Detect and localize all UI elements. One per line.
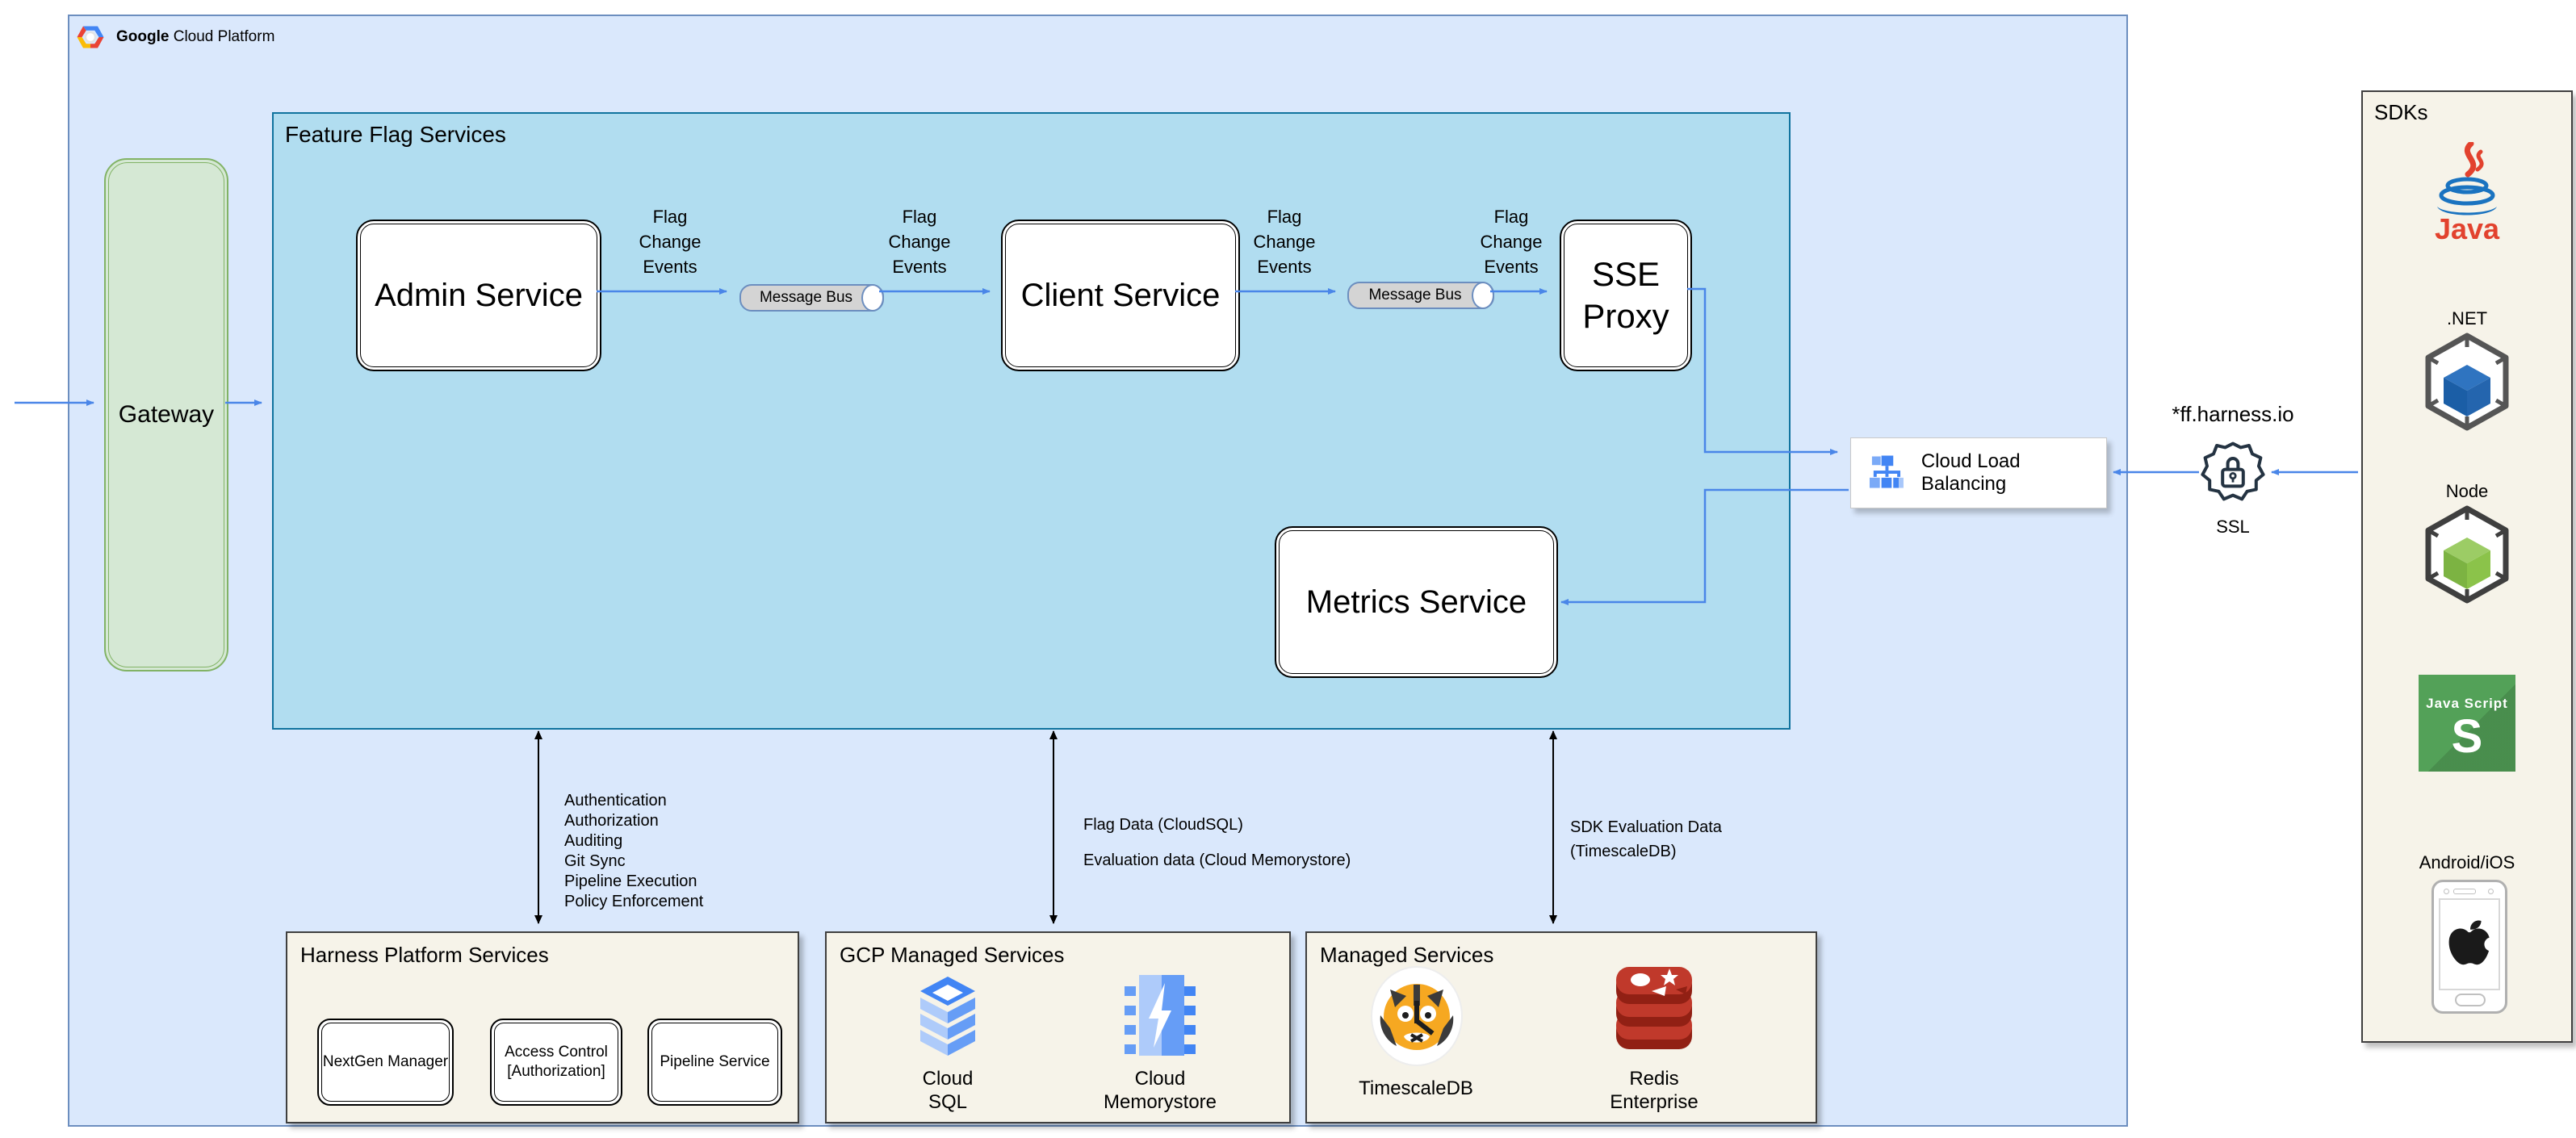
gcp-managed-services-title: GCP Managed Services xyxy=(840,943,1065,967)
sdks-panel: SDKs Java .NET Node Java Script xyxy=(2361,90,2573,1043)
java-sdk-label: Java xyxy=(2435,212,2500,244)
android-ios-label: Android/iOS xyxy=(2419,852,2515,872)
gcp-managed-services-panel: GCP Managed Services Cloud SQL xyxy=(825,931,1291,1123)
pipeline-service-label: Pipeline Service xyxy=(660,1053,770,1070)
evaluation-data-note: Evaluation data (Cloud Memorystore) xyxy=(1083,851,1351,869)
sse-proxy-box: SSE Proxy xyxy=(1560,220,1692,371)
phone-home-button xyxy=(2455,994,2486,1006)
managed-services-panel: Managed Services TimescaleDB xyxy=(1305,931,1817,1123)
java-sdk-icon: Java xyxy=(2435,142,2500,244)
managed-services-title: Managed Services xyxy=(1320,943,1494,967)
feature-flag-services-title: Feature Flag Services xyxy=(285,122,506,147)
cloud-sql-icon xyxy=(920,977,975,1056)
feature-flag-services-box: Feature Flag Services Admin Service Mess… xyxy=(272,112,1791,730)
flag-data-note: Flag Data (CloudSQL) xyxy=(1083,816,1243,834)
nextgen-manager-box: NextGen Manager xyxy=(317,1019,454,1106)
cloud-load-balancing-label: Cloud Load Balancing xyxy=(1920,450,2021,495)
mobile-phone-icon xyxy=(2431,880,2507,1014)
flag-change-events-label-3: Flag Change Events xyxy=(1253,207,1316,277)
gcp-brand-rest: Cloud Platform xyxy=(173,28,275,45)
javascript-s-glyph: S xyxy=(2451,710,2483,763)
flag-change-events-label-1: Flag Change Events xyxy=(639,207,702,277)
message-bus-1: Message Bus xyxy=(739,284,884,312)
harness-domain-label: *ff.harness.io xyxy=(2172,402,2294,426)
admin-service-box: Admin Service xyxy=(356,220,601,371)
platform-capabilities-note: Authentication Authorization Auditing Gi… xyxy=(564,792,704,910)
gcp-brand-bold: Google xyxy=(116,28,170,45)
redis-enterprise-label: Redis Enterprise xyxy=(1610,1068,1698,1113)
nextgen-manager-label: NextGen Manager xyxy=(322,1053,449,1070)
redis-enterprise-icon xyxy=(1616,967,1692,1049)
access-control-box: Access Control [Authorization] xyxy=(490,1019,622,1106)
phone-speaker xyxy=(2453,889,2476,894)
javascript-sdk-label: Java Script xyxy=(2426,696,2508,711)
metrics-service-box: Metrics Service xyxy=(1275,526,1558,678)
phone-sensor-dot xyxy=(2488,889,2494,894)
client-service-box: Client Service xyxy=(1001,220,1240,371)
javascript-sdk-icon: Java Script S xyxy=(2419,675,2515,772)
gateway-label: Gateway xyxy=(118,401,215,428)
message-bus-2-label: Message Bus xyxy=(1368,287,1462,303)
gcp-header-label: Google Cloud Platform xyxy=(116,28,274,46)
apple-logo-icon xyxy=(2448,920,2494,965)
load-balancer-icon xyxy=(1869,455,1904,488)
harness-platform-services-panel: Harness Platform Services NextGen Manage… xyxy=(286,931,799,1123)
ssl-shield-icon xyxy=(2201,441,2265,501)
flag-change-events-label-2: Flag Change Events xyxy=(888,207,951,277)
cloud-memorystore-label: Cloud Memorystore xyxy=(1103,1068,1217,1113)
harness-platform-services-title: Harness Platform Services xyxy=(300,943,549,967)
message-bus-2: Message Bus xyxy=(1347,282,1494,309)
gcp-header: Google Cloud Platform xyxy=(76,23,274,52)
gcp-platform-box: Google Cloud Platform Gateway Feature Fl… xyxy=(68,15,2128,1127)
sse-proxy-label: SSE Proxy xyxy=(1582,255,1669,335)
cloud-memorystore-icon xyxy=(1125,975,1196,1056)
cloud-sql-label: Cloud SQL xyxy=(922,1068,974,1113)
dotnet-sdk-icon xyxy=(2425,333,2509,431)
gateway-box: Gateway xyxy=(104,158,228,672)
gcp-hexagon-logo-icon xyxy=(77,26,104,48)
admin-service-label: Admin Service xyxy=(375,277,583,313)
flag-change-events-label-4: Flag Change Events xyxy=(1480,207,1543,277)
node-sdk-label: Node xyxy=(2445,481,2489,501)
cloud-load-balancing-box: Cloud Load Balancing xyxy=(1850,437,2107,508)
message-bus-1-label: Message Bus xyxy=(759,289,853,306)
access-control-label: Access Control [Authorization] xyxy=(505,1044,608,1080)
client-service-label: Client Service xyxy=(1020,277,1221,313)
timescaledb-icon xyxy=(1371,966,1463,1066)
dotnet-sdk-label: .NET xyxy=(2446,308,2488,328)
sdk-evaluation-data-note: SDK Evaluation Data (TimescaleDB) xyxy=(1570,818,1722,860)
timescaledb-label: TimescaleDB xyxy=(1359,1077,1473,1099)
phone-camera-dot xyxy=(2444,889,2449,894)
pipeline-service-box: Pipeline Service xyxy=(647,1019,782,1106)
node-sdk-icon xyxy=(2425,505,2509,604)
metrics-service-label: Metrics Service xyxy=(1305,584,1527,620)
ssl-label: SSL xyxy=(2216,517,2250,537)
phone-screen xyxy=(2439,898,2500,990)
sdks-title: SDKs xyxy=(2374,100,2428,124)
